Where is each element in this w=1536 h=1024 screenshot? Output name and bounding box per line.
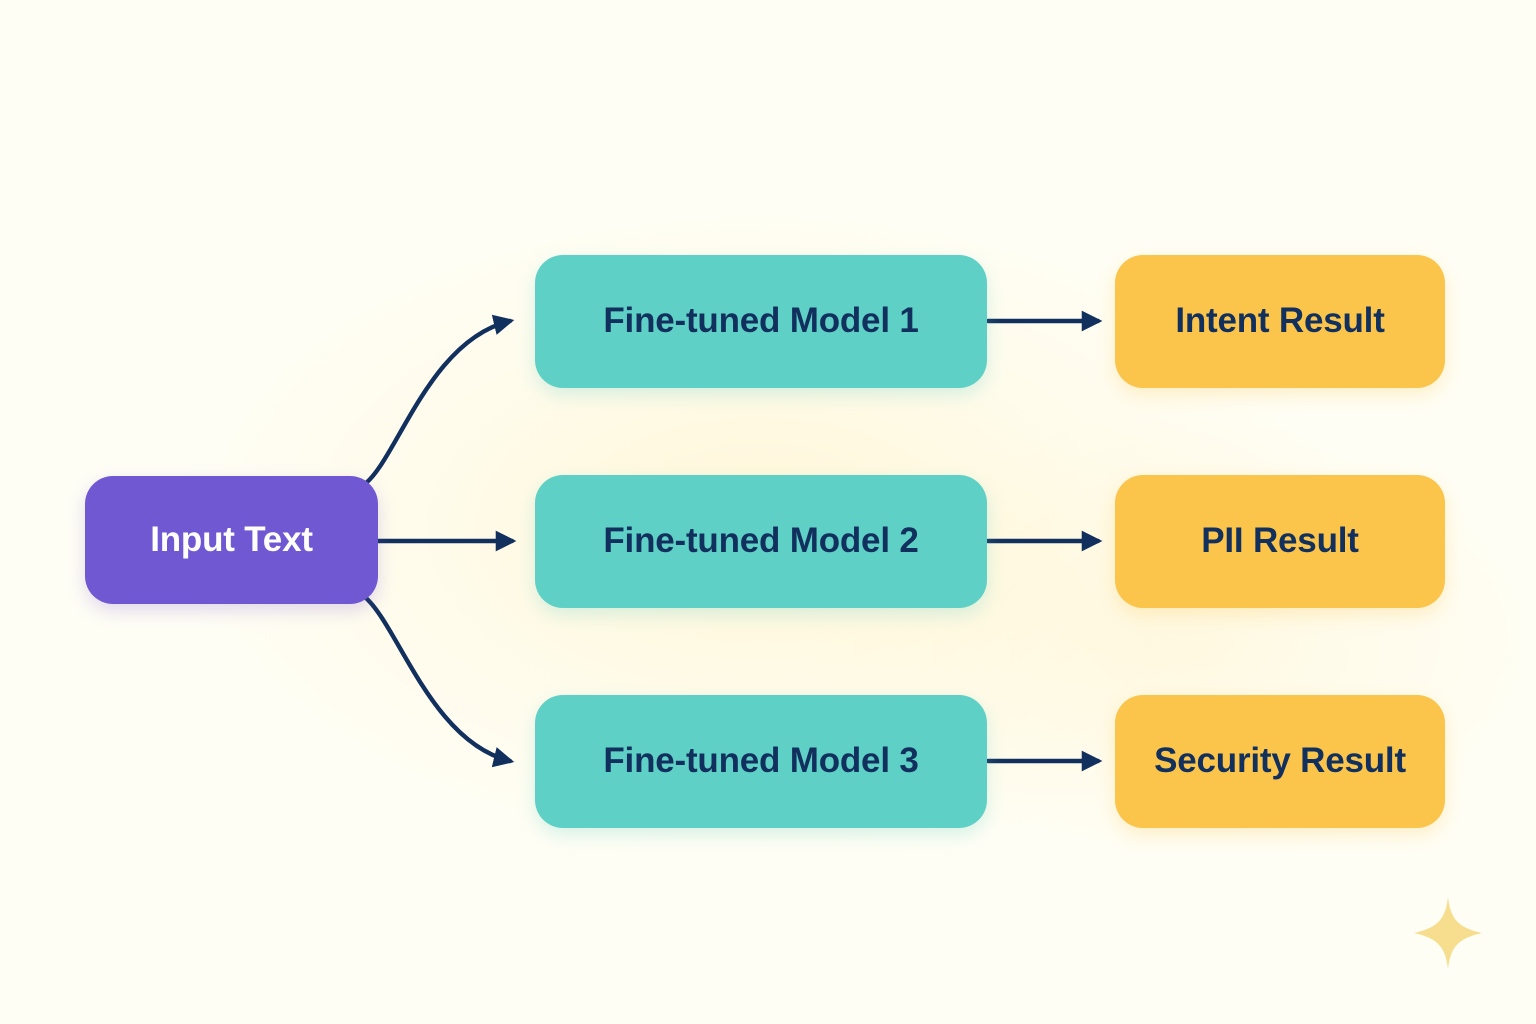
edge-input-to-model-1 [363, 314, 515, 486]
node-fine-tuned-model-3-label: Fine-tuned Model 3 [603, 741, 919, 781]
node-fine-tuned-model-2[interactable]: Fine-tuned Model 2 [535, 475, 987, 608]
sparkle-icon [1414, 897, 1482, 969]
node-input-text-label: Input Text [150, 519, 313, 559]
node-pii-result-label: PII Result [1201, 521, 1359, 561]
node-fine-tuned-model-2-label: Fine-tuned Model 2 [603, 521, 919, 561]
node-security-result[interactable]: Security Result [1115, 695, 1445, 828]
node-input-text[interactable]: Input Text [85, 476, 378, 604]
node-pii-result[interactable]: PII Result [1115, 475, 1445, 608]
node-intent-result-label: Intent Result [1175, 301, 1385, 341]
node-security-result-label: Security Result [1154, 741, 1406, 781]
node-fine-tuned-model-1-label: Fine-tuned Model 1 [603, 301, 919, 341]
edge-input-to-model-3 [363, 595, 515, 768]
node-fine-tuned-model-1[interactable]: Fine-tuned Model 1 [535, 255, 987, 388]
node-intent-result[interactable]: Intent Result [1115, 255, 1445, 388]
node-fine-tuned-model-3[interactable]: Fine-tuned Model 3 [535, 695, 987, 828]
